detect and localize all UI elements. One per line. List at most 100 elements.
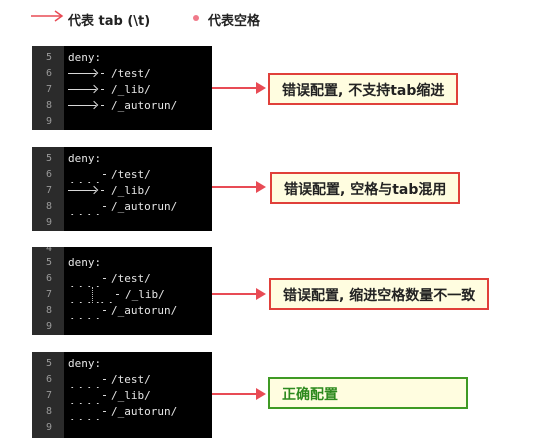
code-line: 8 /_autorun/ [32, 404, 212, 420]
callout-arrow-icon [212, 388, 266, 400]
line-number: 8 [45, 201, 52, 212]
line-number: 5 [45, 358, 52, 369]
callout-arrow-icon [212, 181, 266, 193]
line-number: 6 [45, 273, 52, 284]
dash-icon [101, 89, 104, 90]
dash-icon [116, 294, 119, 295]
dash-icon [103, 395, 106, 396]
code-text: deny: [68, 51, 102, 64]
line-number-gutter [32, 247, 64, 335]
note-error-mixed-indent: 错误配置, 空格与tab混用 [270, 172, 461, 204]
code-text: /_autorun/ [111, 99, 178, 112]
line-number-gutter [32, 147, 64, 231]
code-line: 5 deny: [32, 151, 212, 167]
code-line: 6 /test/ [32, 167, 212, 183]
space-dot-icon [193, 15, 199, 21]
code-text: /_autorun/ [111, 304, 178, 317]
line-number: 8 [45, 305, 52, 316]
code-panel-mixed-indent: 5 deny: 6 /test/ 7 /_lib/ 8 /_autorun/ 9 [32, 147, 212, 231]
code-line: 7 /_lib/ [32, 82, 212, 98]
code-line: 8 /_autorun/ [32, 199, 212, 215]
line-number: 7 [45, 289, 52, 300]
legend: 代表 tab (\t) 代表空格 [0, 6, 535, 30]
code-text: /_lib/ [125, 288, 165, 301]
code-line: 6 /test/ [32, 271, 212, 287]
code-text: deny: [68, 152, 102, 165]
legend-space-label: 代表空格 [208, 14, 261, 29]
dash-icon [103, 379, 106, 380]
code-line: 5 deny: [32, 255, 212, 271]
line-number: 8 [45, 406, 52, 417]
code-line: 6 /test/ [32, 372, 212, 388]
note-error-tab-indent: 错误配置, 不支持tab缩进 [268, 73, 459, 105]
line-number: 6 [45, 169, 52, 180]
note-text: 错误配置, 缩进空格数量不一致 [283, 288, 476, 304]
code-text: /_autorun/ [111, 200, 178, 213]
note-correct-config: 正确配置 [268, 377, 468, 409]
line-number: 9 [45, 116, 52, 127]
code-line: 7 /_lib/ [32, 287, 212, 303]
legend-tab-label: 代表 tab (\t) [68, 14, 151, 29]
line-number: 7 [45, 185, 52, 196]
line-number: 6 [45, 68, 52, 79]
indent-guide [92, 287, 93, 303]
line-number: 7 [45, 390, 52, 401]
code-panel-inconsistent-indent: 4 5 deny: 6 /test/ 7 /_lib/ 8 /_autorun/… [32, 247, 212, 335]
tab-arrow-icon [68, 89, 96, 90]
space-dots-icon [68, 167, 102, 183]
line-number: 7 [45, 84, 52, 95]
code-text: /test/ [111, 272, 151, 285]
tab-arrow-icon [31, 10, 64, 22]
note-text: 正确配置 [282, 387, 338, 403]
code-line: 8 /_autorun/ [32, 303, 212, 319]
dash-icon [101, 105, 104, 106]
code-text: /_lib/ [111, 83, 151, 96]
code-text: /_lib/ [111, 184, 151, 197]
line-number: 5 [45, 153, 52, 164]
line-number: 9 [45, 422, 52, 433]
code-line: 9 [32, 319, 212, 335]
code-line: 9 [32, 420, 212, 436]
space-dots-icon [68, 372, 102, 388]
space-dots-icon [68, 199, 102, 215]
code-panel-tab-indent: 5 deny: 6 /test/ 7 /_lib/ 8 /_autorun/ 9 [32, 46, 212, 130]
code-line: 5 deny: [32, 50, 212, 66]
line-number: 9 [45, 217, 52, 228]
code-line: 7 /_lib/ [32, 388, 212, 404]
dash-icon [103, 411, 106, 412]
space-dots-icon [68, 404, 102, 420]
code-text: /test/ [111, 168, 151, 181]
code-text: /_autorun/ [111, 405, 178, 418]
dash-icon [103, 310, 106, 311]
code-line: 8 /_autorun/ [32, 98, 212, 114]
code-line: 4 [32, 247, 212, 257]
callout-arrow-icon [212, 82, 266, 94]
space-dots-icon [68, 303, 102, 319]
code-panel-correct: 5 deny: 6 /test/ 7 /_lib/ 8 /_autorun/ 9 [32, 352, 212, 438]
line-number: 6 [45, 374, 52, 385]
space-dots-icon [68, 388, 102, 404]
code-text: deny: [68, 256, 102, 269]
space-dots-icon [98, 287, 114, 303]
dash-icon [101, 190, 104, 191]
space-dots-icon [68, 271, 102, 287]
code-line: 9 [32, 114, 212, 130]
line-number: 4 [45, 247, 52, 254]
dash-icon [101, 73, 104, 74]
tab-arrow-icon [68, 73, 96, 74]
line-number: 8 [45, 100, 52, 111]
line-number: 9 [45, 321, 52, 332]
code-text: deny: [68, 357, 102, 370]
dash-icon [103, 206, 106, 207]
space-dots-icon [68, 287, 102, 303]
code-line: 6 /test/ [32, 66, 212, 82]
callout-arrow-icon [212, 288, 266, 300]
code-line: 7 /_lib/ [32, 183, 212, 199]
code-line: 5 deny: [32, 356, 212, 372]
dash-icon [103, 278, 106, 279]
code-text: /_lib/ [111, 389, 151, 402]
dash-icon [103, 174, 106, 175]
note-error-inconsistent-indent: 错误配置, 缩进空格数量不一致 [269, 278, 490, 310]
line-number-gutter [32, 46, 64, 130]
code-line: 9 [32, 215, 212, 231]
